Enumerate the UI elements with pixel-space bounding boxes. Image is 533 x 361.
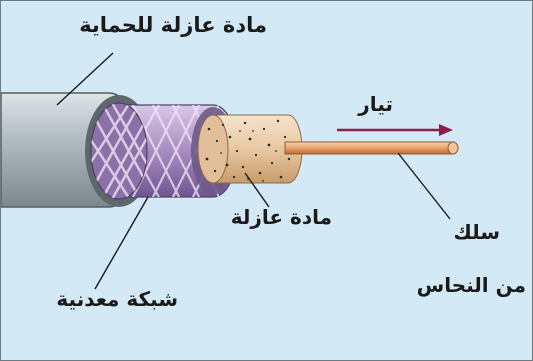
leader-line-wire (398, 153, 450, 219)
leader-line-mesh (95, 197, 148, 289)
label-copper-wire-line1: سلك (454, 222, 500, 242)
current-arrow-icon (337, 124, 453, 136)
copper-wire (285, 142, 458, 154)
label-insulation: مادة عازلة (231, 207, 332, 227)
label-copper-wire-line2: من النحاس (417, 275, 526, 295)
label-metal-mesh: شبكة معدنية (56, 289, 178, 309)
label-current: تيار (358, 94, 393, 114)
label-outer-insulation: مادة عازلة للحماية (79, 15, 267, 36)
